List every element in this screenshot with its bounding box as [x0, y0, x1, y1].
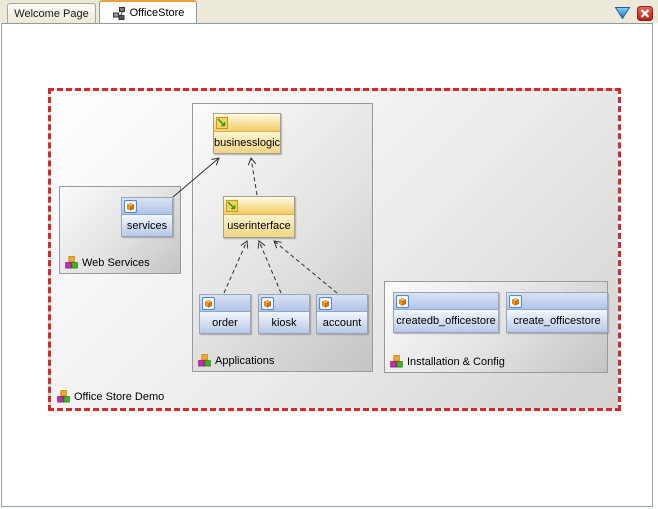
- component-header: [394, 293, 498, 310]
- diagram-node-createdb-officestore[interactable]: createdb_officestore: [393, 292, 499, 333]
- component-label: createdb_officestore: [394, 310, 498, 332]
- cubes-icon: [390, 355, 403, 368]
- tab-officestore[interactable]: OfficeStore: [99, 0, 197, 23]
- component-label: create_officestore: [507, 310, 607, 332]
- group-label: Web Services: [65, 256, 150, 269]
- group-label: Installation & Config: [390, 355, 505, 368]
- tab-welcome-page[interactable]: Welcome Page: [7, 3, 96, 23]
- diagram-node-create-officestore[interactable]: create_officestore: [506, 292, 608, 333]
- diagram-node-kiosk[interactable]: kiosk: [258, 294, 310, 334]
- cube-icon: [202, 296, 215, 310]
- component-header: [122, 198, 172, 215]
- diagram-icon: [112, 6, 126, 20]
- component-header: [200, 295, 250, 312]
- diagram-node-order[interactable]: order: [199, 294, 251, 334]
- close-tab-button[interactable]: [637, 5, 653, 21]
- group-label-text: Web Services: [82, 256, 150, 269]
- cubes-icon: [57, 390, 70, 403]
- component-header: [317, 295, 367, 312]
- component-label: userinterface: [224, 215, 294, 237]
- cube-icon: [509, 294, 522, 308]
- group-label-text: Applications: [215, 354, 275, 367]
- cube-icon: [261, 296, 274, 310]
- component-header: [214, 114, 280, 132]
- cube-icon: [319, 296, 332, 310]
- component-label: businesslogic: [214, 132, 280, 153]
- component-header: [259, 295, 309, 312]
- component-label: services: [122, 215, 172, 236]
- root-label-text: Office Store Demo: [74, 390, 165, 403]
- ant-script-icon: [226, 199, 238, 212]
- close-icon: [637, 5, 653, 21]
- group-label-text: Installation & Config: [407, 355, 505, 368]
- diagram-node-userinterface[interactable]: userinterface: [223, 196, 295, 238]
- cube-icon: [396, 294, 409, 308]
- component-label: kiosk: [259, 312, 309, 333]
- root-label: Office Store Demo: [57, 390, 164, 403]
- component-label: account: [317, 312, 367, 333]
- tab-controls: [614, 5, 653, 21]
- cubes-icon: [198, 354, 211, 367]
- tab-officestore-label: OfficeStore: [129, 6, 185, 19]
- cubes-icon: [65, 256, 78, 269]
- tab-strip: Welcome Page OfficeStore: [0, 0, 658, 23]
- component-header: [224, 197, 294, 215]
- tab-list-dropdown-button[interactable]: [614, 6, 631, 20]
- component-header: [507, 293, 607, 310]
- tab-welcome-page-label: Welcome Page: [14, 7, 89, 20]
- diagram-node-account[interactable]: account: [316, 294, 368, 334]
- triangle-down-icon: [614, 6, 631, 20]
- group-label: Applications: [198, 354, 274, 367]
- cube-icon: [124, 199, 137, 213]
- ant-script-icon: [216, 116, 228, 129]
- component-label: order: [200, 312, 250, 333]
- diagram-node-services[interactable]: services: [121, 197, 173, 237]
- diagram-node-businesslogic[interactable]: businesslogic: [213, 113, 281, 154]
